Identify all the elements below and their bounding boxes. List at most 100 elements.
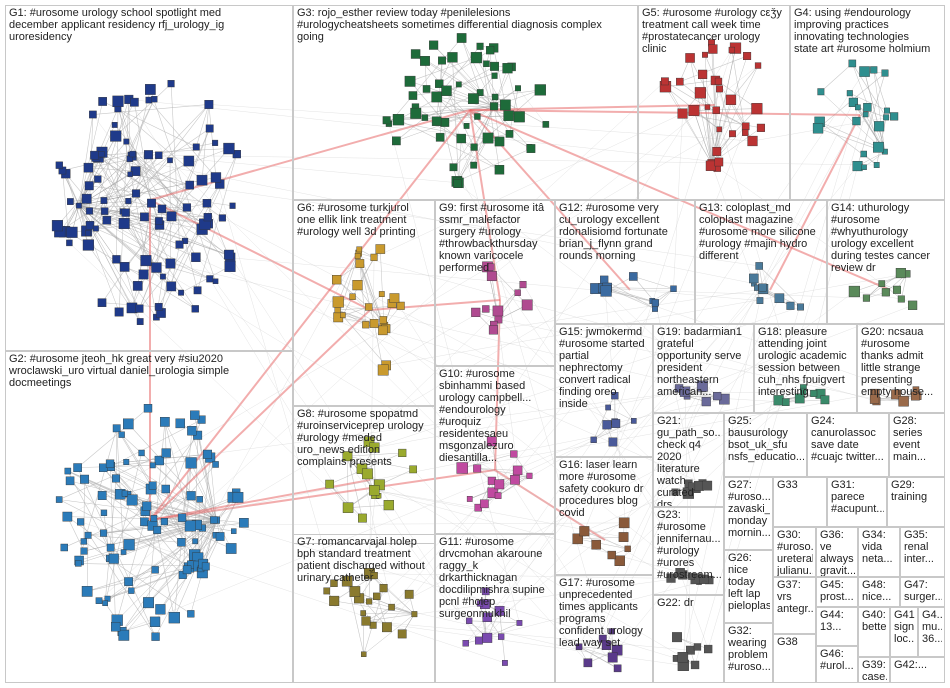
node	[382, 622, 392, 633]
edge	[122, 621, 156, 632]
node	[82, 239, 95, 251]
node	[476, 600, 484, 607]
group-box-g17: G17: #urosome unprecedented times applic…	[555, 575, 653, 683]
edge	[347, 456, 363, 519]
node	[470, 161, 478, 169]
node	[81, 193, 92, 204]
edge	[365, 620, 691, 651]
edge	[686, 288, 764, 397]
node	[121, 490, 128, 497]
node	[397, 629, 407, 639]
node	[794, 393, 805, 404]
edge	[785, 399, 825, 403]
edge	[88, 167, 136, 172]
edge	[446, 90, 475, 148]
node	[165, 258, 176, 269]
node	[119, 262, 130, 272]
node	[55, 161, 63, 169]
node	[151, 566, 159, 574]
node	[122, 418, 134, 430]
node	[129, 150, 136, 158]
node	[124, 577, 133, 587]
node	[144, 84, 156, 95]
edge	[69, 480, 105, 514]
node	[383, 500, 394, 511]
node	[130, 166, 141, 176]
edge	[410, 57, 477, 82]
node	[159, 417, 170, 427]
node	[911, 391, 920, 401]
group-box-g26: G26: nice today left lap pieloplas...	[724, 550, 773, 623]
edge	[117, 519, 217, 621]
node	[873, 162, 880, 168]
edge	[707, 107, 868, 650]
node	[379, 316, 388, 324]
node	[482, 612, 492, 622]
node	[404, 589, 414, 599]
node	[453, 179, 462, 188]
edge	[150, 89, 216, 282]
node	[135, 304, 144, 313]
node	[356, 246, 363, 253]
node	[786, 301, 795, 310]
group-label-g7: G7: romancarvajal holep bph standard tre…	[297, 536, 425, 584]
node	[670, 285, 677, 292]
edge	[152, 457, 211, 526]
node	[608, 628, 615, 635]
edge	[462, 49, 733, 469]
node	[482, 132, 494, 144]
edge	[363, 494, 376, 614]
group-box-g31: G31: parece #acupunt...	[827, 477, 887, 527]
node	[505, 130, 514, 138]
node	[155, 217, 163, 225]
edge	[380, 249, 385, 327]
edge	[854, 291, 902, 300]
edge	[139, 267, 157, 309]
group-label-g12: G12: #urosome very cu_urology excellent …	[559, 202, 668, 262]
edge	[134, 102, 152, 204]
node	[817, 88, 825, 96]
node	[848, 59, 857, 68]
node	[112, 95, 124, 107]
node	[690, 660, 700, 670]
node	[466, 496, 473, 502]
node	[486, 436, 497, 447]
edge	[347, 455, 414, 470]
node	[848, 285, 861, 298]
node	[136, 318, 144, 325]
node	[466, 617, 473, 624]
node	[422, 85, 431, 93]
node	[696, 380, 708, 392]
node	[224, 260, 236, 272]
edge	[587, 389, 704, 663]
node	[341, 575, 353, 587]
node	[110, 622, 121, 632]
node	[483, 60, 490, 68]
node	[369, 485, 380, 496]
node	[229, 202, 236, 209]
edge	[607, 287, 656, 310]
edge	[433, 45, 495, 107]
node	[362, 468, 373, 480]
node	[138, 449, 145, 457]
node	[118, 629, 130, 641]
edge	[363, 612, 415, 615]
node	[602, 420, 612, 430]
edge	[857, 73, 886, 167]
edge	[170, 83, 180, 245]
edge	[98, 81, 666, 601]
node	[108, 553, 119, 564]
node	[618, 517, 630, 529]
edge	[110, 466, 147, 507]
group-box-g2: G2: #urosome jteoh_hk great very #siu202…	[5, 351, 293, 683]
node	[435, 79, 444, 88]
node	[846, 90, 853, 97]
node	[349, 293, 356, 300]
node	[883, 114, 890, 121]
node	[154, 303, 163, 311]
node	[177, 513, 187, 522]
node	[398, 448, 407, 458]
edge	[359, 263, 384, 331]
node	[526, 144, 536, 153]
